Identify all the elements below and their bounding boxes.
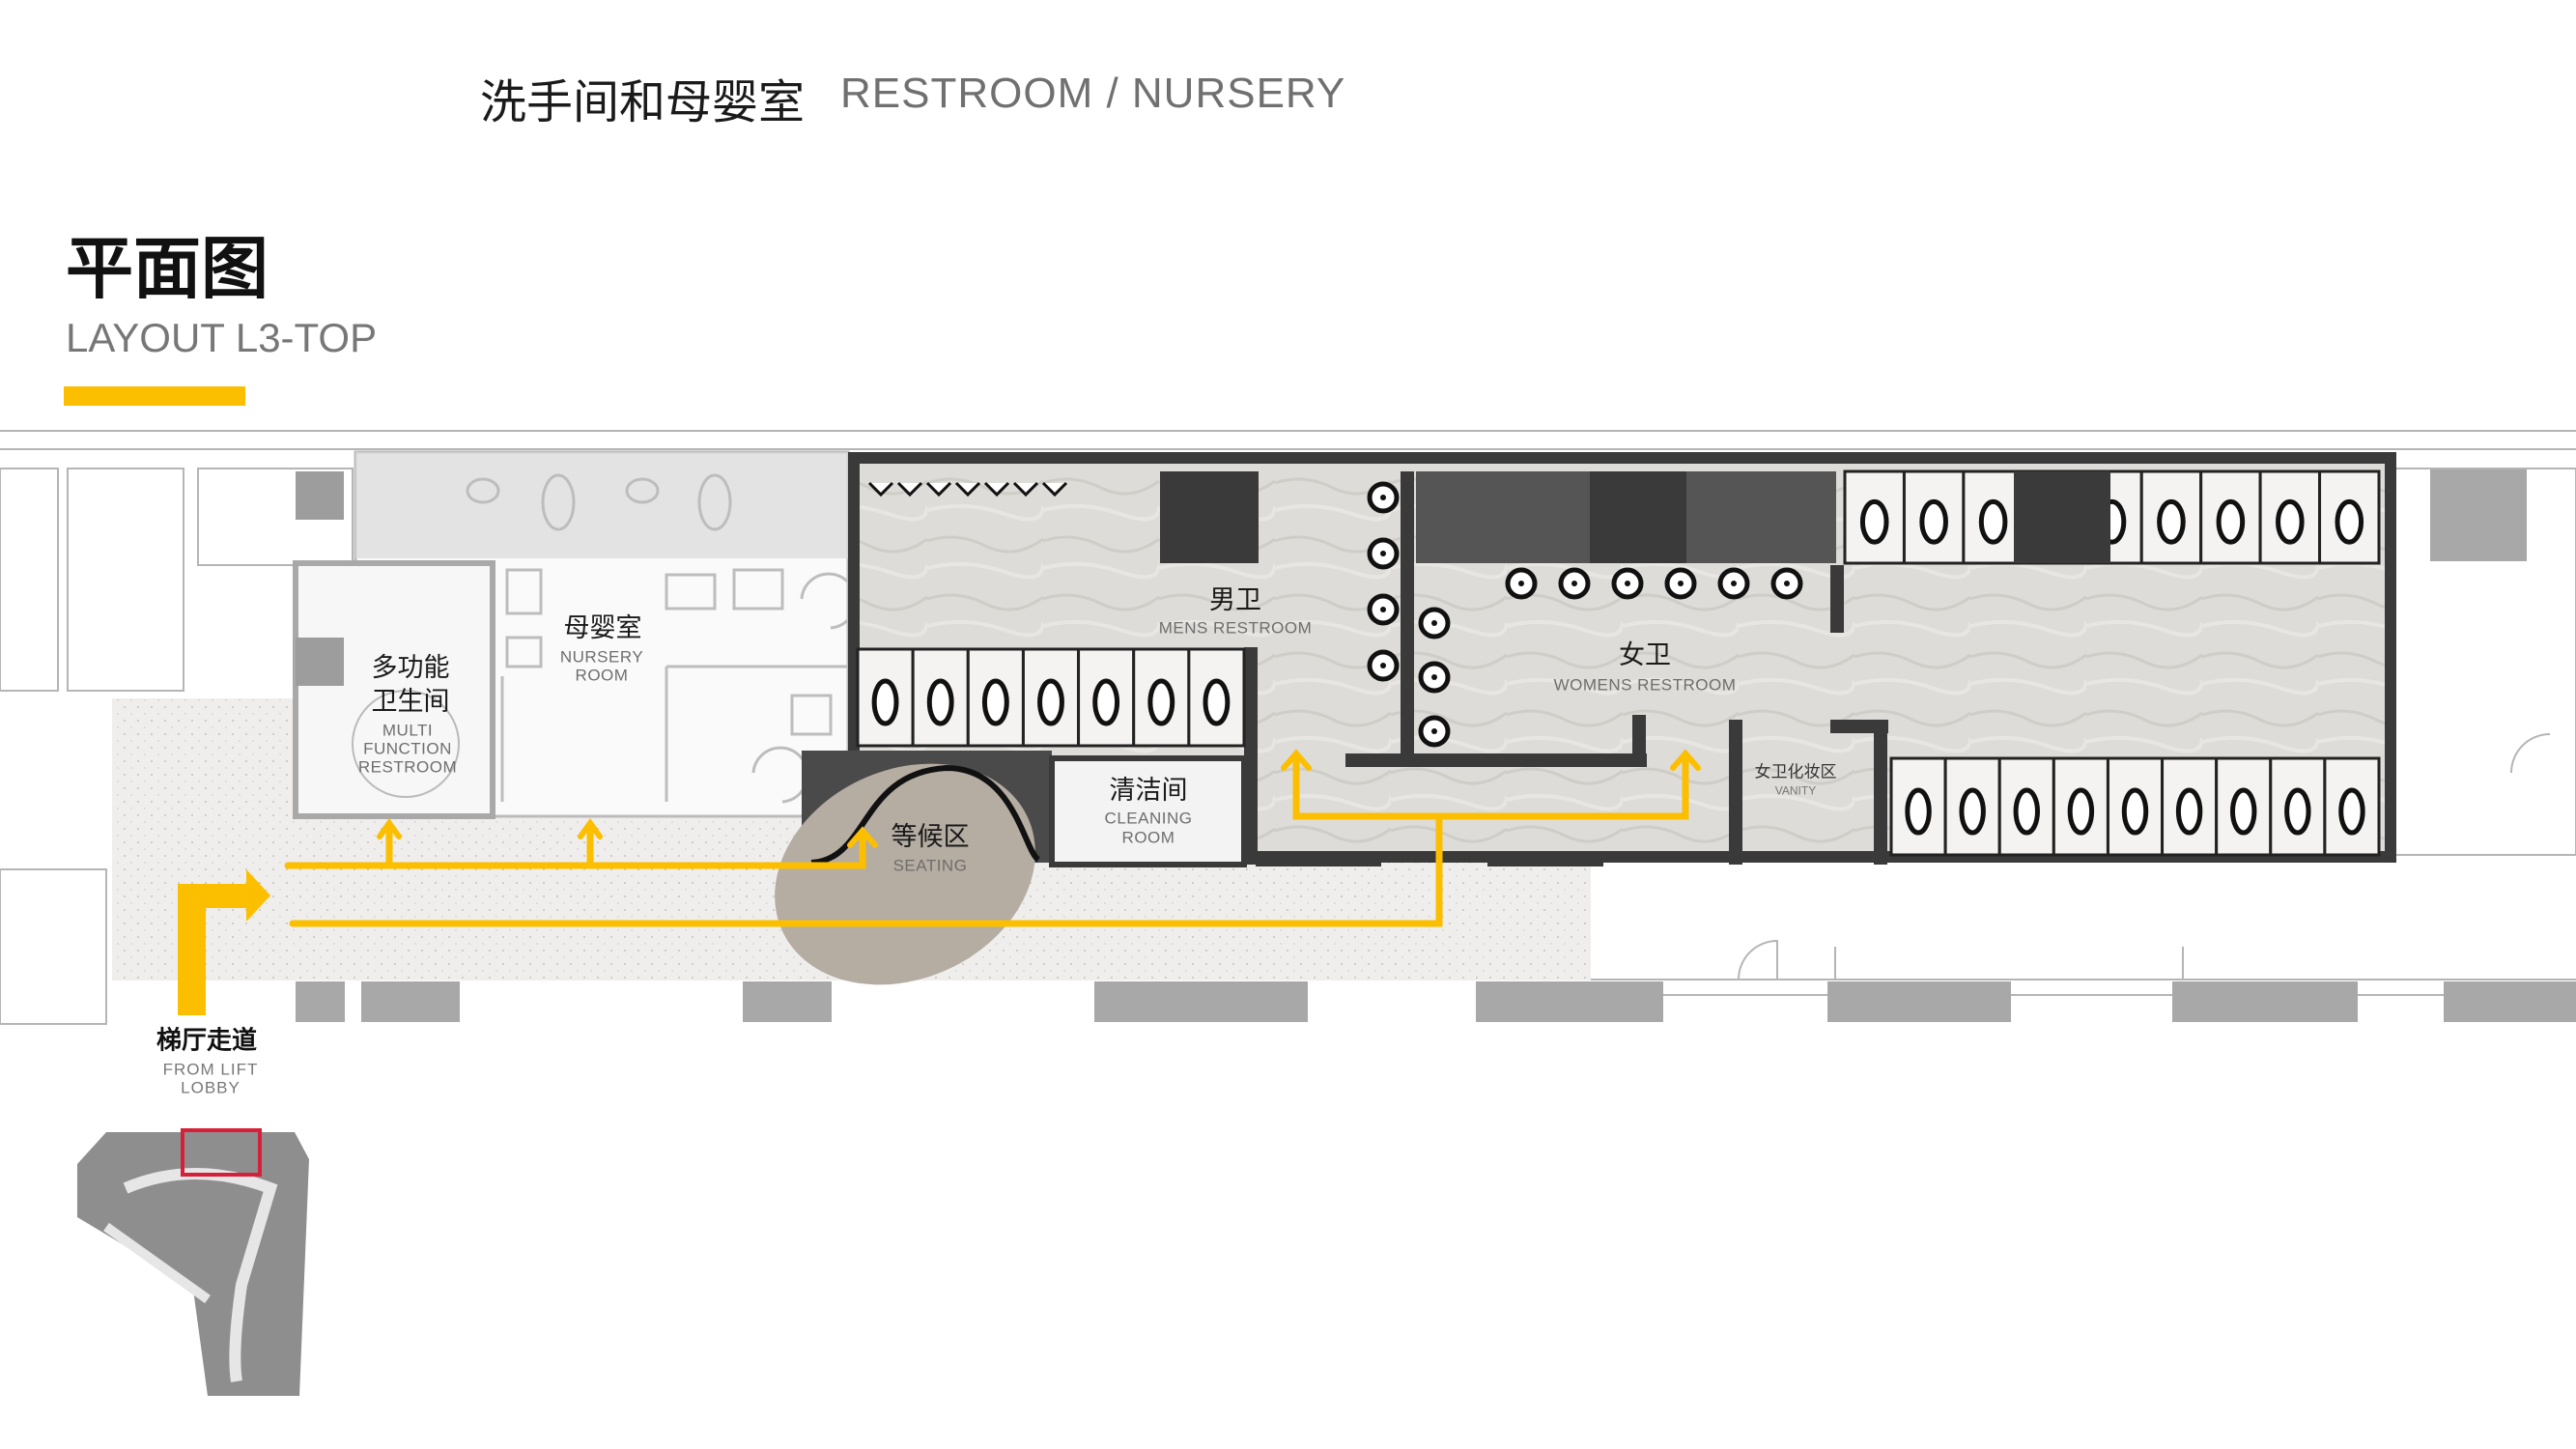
urinal-icon (983, 481, 1010, 497)
womens-label-cn: 女卫 (1619, 640, 1671, 671)
seating-label-en: SEATING (892, 856, 968, 875)
multi-function-label-en-3: RESTROOM (357, 757, 458, 777)
nursery-top-strip (355, 452, 848, 558)
toilet-icon (2121, 787, 2149, 836)
toilet-icon (2157, 498, 2186, 545)
toilet-icon (2338, 787, 2365, 836)
multi-function-label-en-2: FUNCTION (363, 739, 452, 758)
circulation-paths (284, 752, 1689, 927)
entrance-label-en-1: FROM LIFT (162, 1060, 259, 1079)
toilet-icon (1037, 678, 1064, 726)
multi-function-label-cn-2: 卫生间 (371, 687, 450, 718)
toilet-icon (2284, 787, 2311, 836)
multi-function-label-en-1: MULTI (382, 721, 434, 740)
section-title-cn: 平面图 (66, 228, 269, 308)
nursery-label-en-1: NURSERY (559, 647, 644, 667)
womens-label-en: WOMENS RESTROOM (1553, 675, 1737, 695)
turning-circle (352, 690, 460, 798)
toilet-icon (2216, 498, 2246, 545)
urinal-icon (867, 481, 894, 497)
nursery-label-cn: 母婴室 (563, 613, 642, 644)
entrance-label-en-2: LOBBY (181, 1078, 241, 1097)
arrow-heads (377, 749, 1701, 848)
window-blocks (296, 469, 2576, 1022)
toilet-icon (871, 678, 899, 726)
toilet-icon (1919, 498, 1948, 545)
toilet-icon (1859, 498, 1889, 545)
mens-label-en: MENS RESTROOM (1158, 618, 1313, 638)
cleaning-label-cn: 清洁间 (1109, 776, 1188, 807)
toilet-icon (1905, 787, 1932, 836)
urinal-icon (1012, 481, 1039, 497)
toilet-icon (926, 678, 954, 726)
key-plan-minimap (42, 1125, 324, 1406)
header-title-cn: 洗手间和母婴室 (480, 75, 806, 129)
urinal-icon (1041, 481, 1068, 497)
toilet-icon (981, 678, 1009, 726)
entrance-arrow (178, 869, 270, 1015)
cleaning-room (1049, 755, 1247, 867)
outer-plan-lines (0, 430, 2576, 1025)
fixtures (856, 469, 2381, 857)
toilet-icon (2013, 787, 2041, 836)
toilet-icon (1959, 787, 1986, 836)
toilet-icon (1092, 678, 1120, 726)
urinal-icon (925, 481, 952, 497)
cleaning-label-en-1: CLEANING (1104, 809, 1193, 828)
toilet-icon (2230, 787, 2257, 836)
cleaning-label-en-2: ROOM (1121, 828, 1175, 847)
multi-function-label-cn-1: 多功能 (371, 653, 450, 684)
toilet-icon (2067, 787, 2095, 836)
toilet-icon (2335, 498, 2364, 545)
toilet-icon (2276, 498, 2305, 545)
key-plan-highlight (181, 1128, 262, 1177)
toilet-icon (1147, 678, 1175, 726)
toilet-icon (1978, 498, 2008, 545)
seating-label-cn: 等候区 (891, 822, 970, 853)
entrance-label-cn: 梯厅走道 (156, 1025, 258, 1055)
accent-bar (64, 386, 245, 406)
toilet-icon (2175, 787, 2203, 836)
nursery-label-en-2: ROOM (575, 666, 629, 685)
mens-stall (1187, 647, 1246, 748)
mens-label-cn: 男卫 (1209, 585, 1261, 616)
section-title-en: LAYOUT L3-TOP (66, 315, 378, 360)
urinal-icon (896, 481, 923, 497)
seating-area (775, 763, 1035, 985)
urinal-icon (954, 481, 981, 497)
vanity-label-en: VANITY (1774, 783, 1817, 798)
womens-stall (1902, 469, 1966, 565)
header-title-en: RESTROOM / NURSERY (840, 70, 1346, 117)
toilet-icon (1203, 678, 1231, 726)
multi-function-area (293, 560, 495, 819)
vanity-label-cn: 女卫化妆区 (1754, 762, 1837, 781)
